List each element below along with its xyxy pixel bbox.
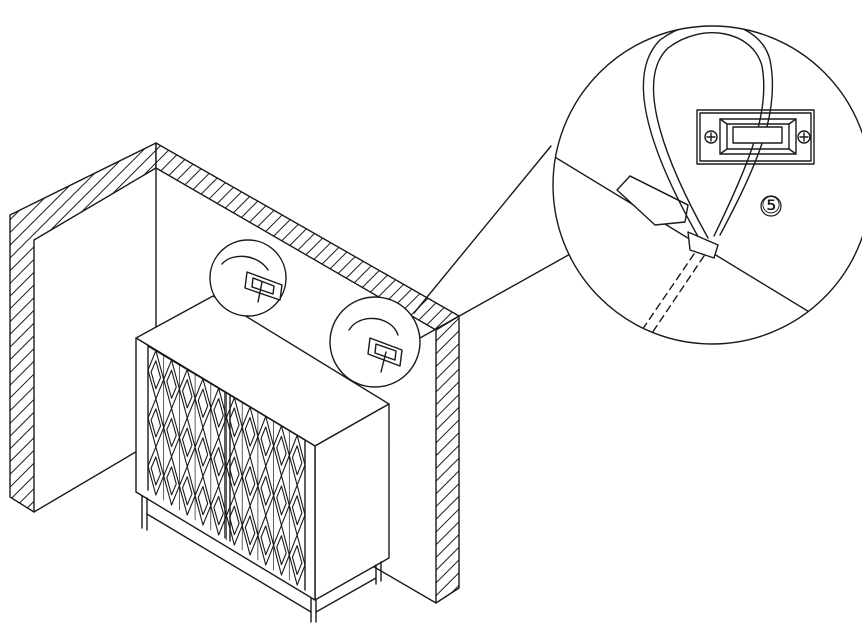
door-panel-facet	[178, 465, 196, 516]
door-panel-facet	[147, 446, 165, 496]
door-panel-facet-inner	[260, 426, 272, 457]
door-panel-facet-inner	[244, 416, 256, 447]
zoom-line-top	[413, 145, 552, 314]
door-panel-facet	[273, 524, 290, 576]
door-panel-facet	[225, 495, 243, 546]
door-panel-facet-inner	[229, 407, 240, 438]
door-panel-facet-inner	[276, 435, 287, 466]
door-panel-facet-inner	[197, 485, 209, 516]
door-panel-facet-inner	[181, 476, 193, 506]
door-panel-facet-inner	[213, 446, 224, 477]
door-panel-facet	[257, 514, 275, 566]
door-panel-facet-inner	[150, 360, 162, 390]
screw-icon	[797, 130, 811, 144]
door-panel-facet-inner	[166, 417, 177, 448]
door-panel-facet-inner	[150, 408, 162, 438]
door-panel-facet-inner	[213, 398, 224, 428]
door-panel-facet-inner	[244, 466, 256, 496]
door-panel-facet-inner	[197, 437, 209, 467]
door-panel-facet	[194, 475, 212, 526]
door-panel-facet-inner	[166, 466, 177, 496]
cabinet-door-panels	[147, 350, 306, 586]
detail-circle-large	[552, 25, 862, 345]
door-panel-facet-inner	[244, 515, 256, 546]
zoom-line-bottom	[419, 252, 573, 339]
door-panel-facet-inner	[150, 456, 162, 486]
left-wall-section	[9, 142, 157, 513]
detail-circle-left	[209, 239, 287, 317]
door-panel-facet-inner	[260, 475, 272, 506]
door-panel-facet-inner	[197, 388, 209, 418]
detail-circle-right	[329, 296, 421, 388]
door-panel-facet-inner	[213, 495, 224, 526]
door-panel-facet-inner	[229, 505, 240, 536]
door-panel-facet-inner	[260, 525, 272, 556]
step-number-label: ⑤	[760, 193, 782, 219]
door-panel-facet-inner	[181, 379, 193, 409]
cabinet-bracket-icon	[616, 175, 689, 226]
door-panel-facet	[163, 456, 180, 506]
door-panel-facet-inner	[276, 535, 287, 566]
door-panel-facet-inner	[229, 456, 240, 487]
door-panel-facet	[241, 505, 259, 556]
screw-icon	[704, 130, 718, 144]
door-panel-facet	[210, 485, 228, 536]
door-panel-facet	[288, 534, 306, 586]
door-panel-facet-inner	[276, 485, 287, 516]
door-panel-facet-inner	[291, 545, 303, 576]
door-panel-facet-inner	[166, 369, 177, 399]
door-panel-facet-inner	[291, 445, 303, 476]
right-wall-section	[435, 315, 460, 604]
door-panel-facet-inner	[291, 495, 303, 526]
door-panel-facet-inner	[181, 427, 193, 457]
